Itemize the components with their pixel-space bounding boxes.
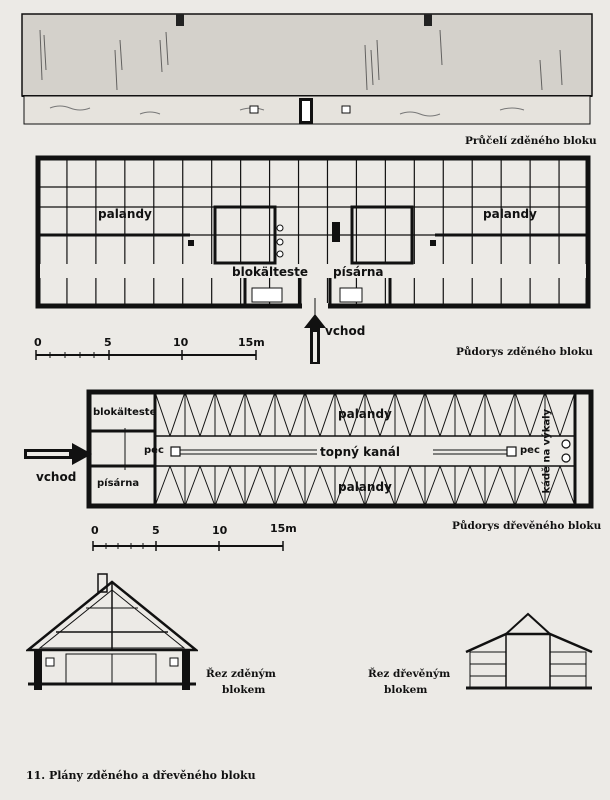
- wood-scale-tick-5: 5: [152, 524, 160, 537]
- wood-bunks-top-label: palandy: [338, 407, 392, 421]
- wood-entrance-label: vchod: [36, 470, 77, 484]
- brick-section-caption-line2: blokem: [222, 684, 266, 696]
- wood-stove-left-label: pec: [144, 445, 164, 456]
- brick-scale-tick-5: 5: [104, 336, 112, 349]
- brick-bunks-left-label: palandy: [98, 207, 152, 221]
- brick-block-elevation: [21, 13, 593, 125]
- brick-scale-bar: [35, 350, 257, 360]
- brick-block-section: [26, 573, 198, 690]
- wood-bunks-bottom-label: palandy: [338, 480, 392, 494]
- brick-section-caption-line1: Řez zděným: [206, 668, 276, 680]
- wood-scale-tick-15m: 15m: [270, 522, 297, 535]
- brick-office-label: písárna: [333, 265, 384, 279]
- brick-scale-tick-0: 0: [34, 336, 42, 349]
- wood-stove-right-label: pec: [520, 445, 540, 456]
- wood-plan-caption: Půdorys dřevěného bloku: [452, 520, 602, 532]
- wooden-block-section: [465, 612, 593, 690]
- wooden-block-floor-plan: [86, 389, 594, 509]
- wood-scale-tick-10: 10: [212, 524, 228, 537]
- wood-scale-tick-0: 0: [91, 524, 99, 537]
- brick-bunks-right-label: palandy: [483, 207, 537, 221]
- elevation-caption: Průčelí zděného bloku: [465, 135, 597, 147]
- wood-office-label: písárna: [97, 478, 140, 489]
- brick-block-elder-label: blokälteste: [232, 265, 309, 279]
- figure-caption: 11. Plány zděného a dřevěného bloku: [26, 769, 256, 782]
- wood-scale-bar: [92, 541, 284, 551]
- wood-entrance-arrow-icon: [24, 443, 92, 465]
- brick-entrance-arrow-icon: [304, 314, 326, 364]
- brick-plan-caption: Půdorys zděného bloku: [456, 346, 593, 358]
- wood-flue-label: topný kanál: [320, 445, 400, 459]
- wood-block-elder-label: blokälteste: [93, 407, 157, 418]
- brick-entrance-label: vchod: [325, 324, 366, 338]
- brick-block-floor-plan: [35, 155, 591, 320]
- brick-scale-tick-10: 10: [173, 336, 189, 349]
- wood-section-caption-line2: blokem: [384, 684, 428, 696]
- wood-tubs-label: kádě na výkaly: [541, 408, 553, 494]
- brick-scale-tick-15m: 15m: [238, 336, 265, 349]
- wood-section-caption-line1: Řez dřevěným: [368, 668, 451, 680]
